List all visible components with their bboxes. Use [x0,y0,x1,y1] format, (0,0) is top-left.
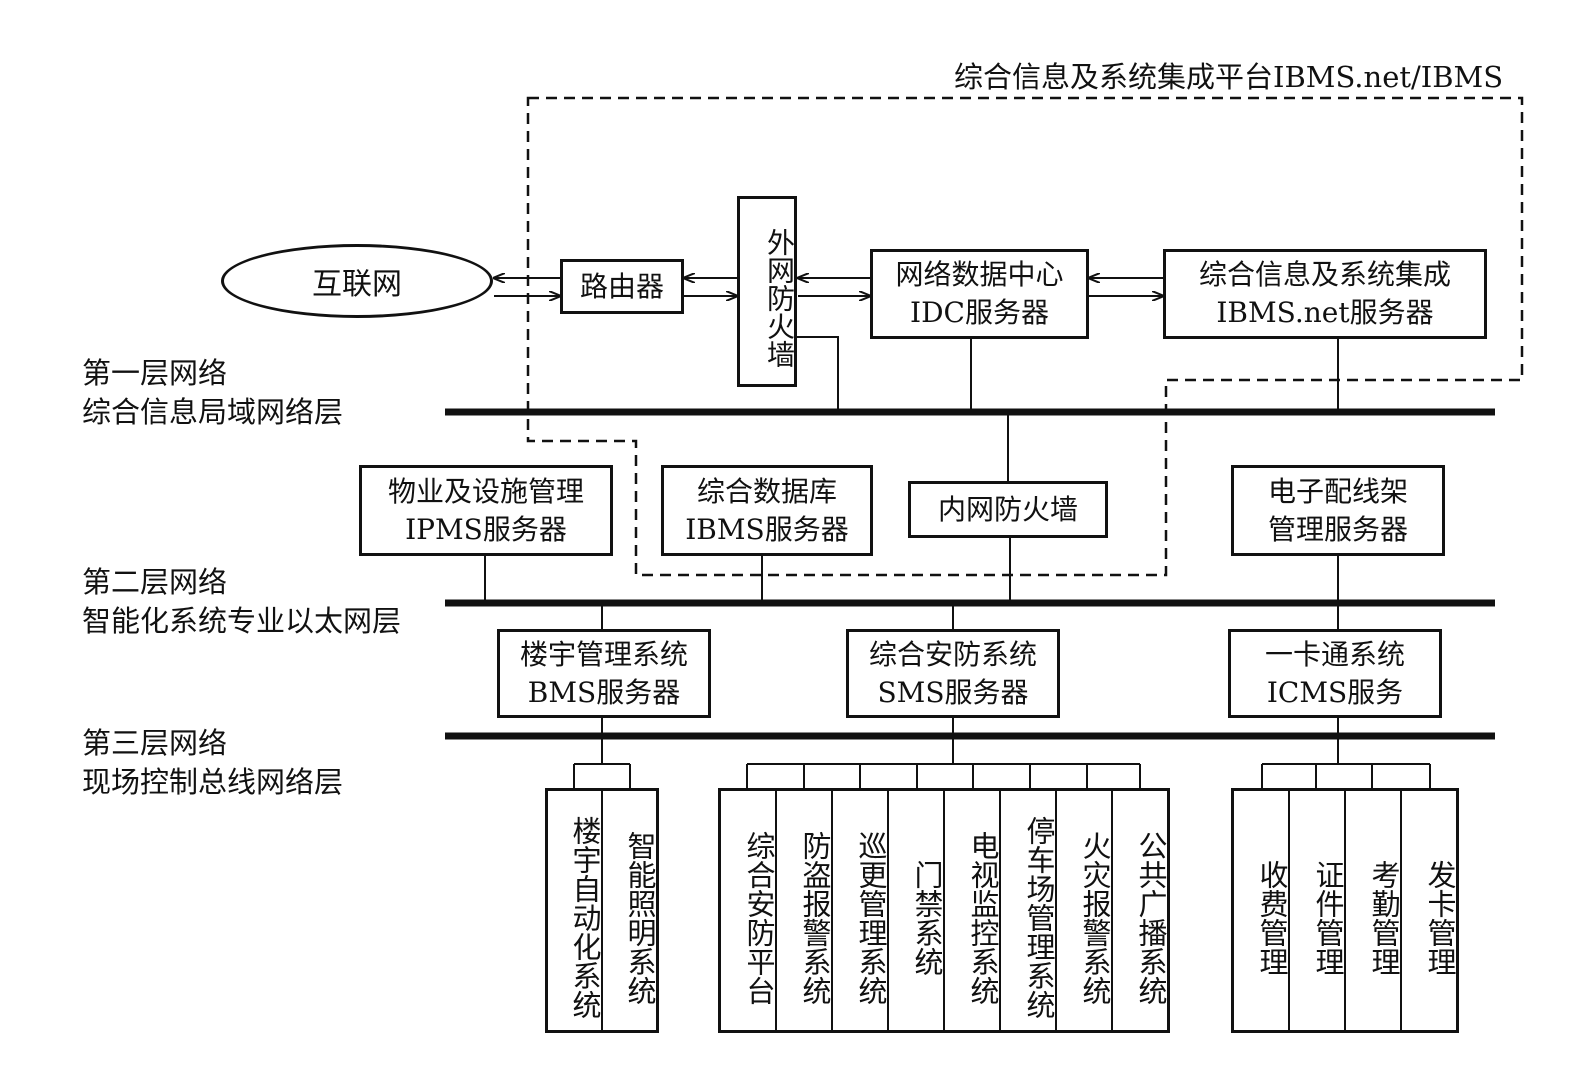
ipms-line1: 物业及设施管理 [387,474,584,508]
idc-server-box: 网络数据中心 IDC服务器 [870,249,1089,339]
subsystem-fire-alarm: 火灾报警系统 [1055,791,1112,1030]
subsystem-guard-patrol: 巡更管理系统 [831,791,888,1030]
ipms-server-box: 物业及设施管理 IPMS服务器 [359,465,613,556]
sms-subsystems: 综合安防平台 防盗报警系统 巡更管理系统 门禁系统 电视监控系统 停车场管理系统… [718,788,1170,1033]
inner-firewall-label: 内网防火墙 [937,492,1078,526]
patch-panel-server-box: 电子配线架 管理服务器 [1231,465,1445,556]
layer-2-title: 第二层网络 [82,565,228,599]
layer-1-title: 第一层网络 [82,356,228,390]
icms-subsystems: 收费管理 证件管理 考勤管理 发卡管理 [1231,788,1459,1033]
layer-3-title: 第三层网络 [82,726,228,760]
subsystem-smart-lighting: 智能照明系统 [601,791,657,1030]
patch-line2: 管理服务器 [1267,512,1408,546]
bms-line2: BMS服务器 [527,675,681,709]
subsystem-card-issue: 发卡管理 [1400,791,1457,1030]
idc-line2: IDC服务器 [910,296,1049,329]
ibmsnet-line2: IBMS.net服务器 [1216,296,1434,329]
ibms-db-line1: 综合数据库 [696,474,837,508]
subsystem-billing: 收费管理 [1255,859,1289,976]
bms-subsystems: 楼宇自动化系统 智能照明系统 [545,788,659,1033]
inner-firewall-box: 内网防火墙 [908,481,1108,538]
subsystem-id-card: 证件管理 [1288,791,1345,1030]
idc-line1: 网络数据中心 [895,258,1064,291]
sms-server-box: 综合安防系统 SMS服务器 [846,629,1060,718]
layer-2-label: 第二层网络 智能化系统专业以太网层 [82,563,401,641]
patch-line1: 电子配线架 [1267,474,1408,508]
layer-3-label: 第三层网络 现场控制总线网络层 [82,724,343,802]
ipms-line2: IPMS服务器 [405,512,567,546]
ibmsnet-server-box: 综合信息及系统集成 IBMS.net服务器 [1163,249,1487,339]
layer-1-subtitle: 综合信息局域网络层 [82,395,344,429]
outer-firewall-label: 外网防火墙 [763,227,796,368]
subsystem-intrusion-alarm: 防盗报警系统 [775,791,832,1030]
internet-label: 互联网 [312,267,402,302]
router-box: 路由器 [560,259,684,314]
subsystem-security-platform: 综合安防平台 [742,830,776,1005]
platform-title: 综合信息及系统集成平台IBMS.net/IBMS [954,60,1504,94]
bms-server-box: 楼宇管理系统 BMS服务器 [497,629,711,718]
outer-firewall-box: 外网防火墙 [737,196,797,387]
layer-1-label: 第一层网络 综合信息局域网络层 [82,354,343,432]
subsystem-attendance: 考勤管理 [1344,791,1401,1030]
layer-3-subtitle: 现场控制总线网络层 [82,765,344,799]
subsystem-parking: 停车场管理系统 [999,791,1056,1030]
internet-node: 互联网 [221,244,493,318]
layer-2-subtitle: 智能化系统专业以太网层 [82,604,402,638]
subsystem-public-address: 公共广播系统 [1111,791,1168,1030]
subsystem-building-automation: 楼宇自动化系统 [568,816,602,1019]
sms-line1: 综合安防系统 [868,637,1037,671]
subsystem-cctv: 电视监控系统 [943,791,1000,1030]
link-firewall-bus1 [797,336,839,412]
ibmsnet-line1: 综合信息及系统集成 [1198,258,1451,291]
platform-boundary [526,96,1524,577]
icms-line2: ICMS服务 [1266,675,1404,709]
router-label: 路由器 [579,269,664,303]
bms-line1: 楼宇管理系统 [519,637,688,671]
ibms-db-server-box: 综合数据库 IBMS服务器 [661,465,873,556]
icms-server-box: 一卡通系统 ICMS服务 [1228,629,1442,718]
icms-line1: 一卡通系统 [1264,637,1405,671]
ibms-db-line2: IBMS服务器 [685,512,849,546]
subsystem-access-control: 门禁系统 [887,791,944,1030]
sms-line2: SMS服务器 [877,675,1029,709]
